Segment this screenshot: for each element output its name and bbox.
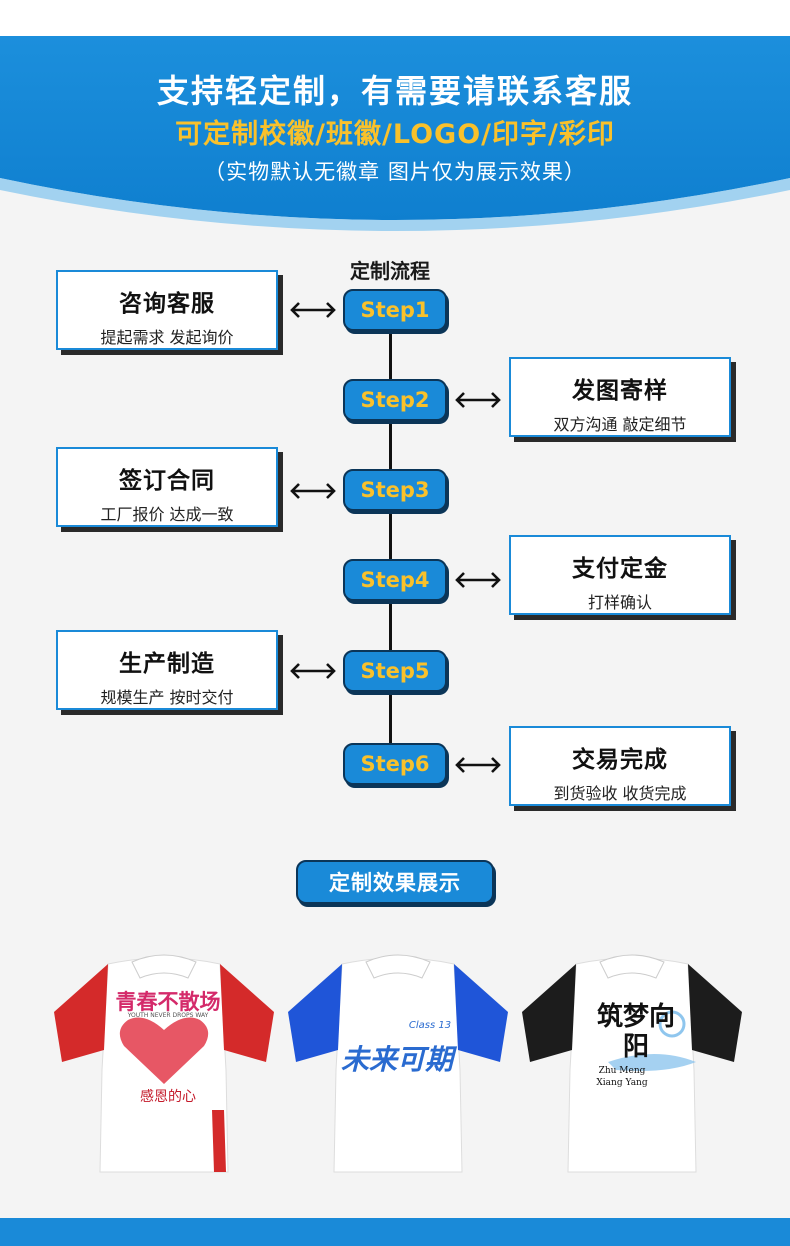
showcase-title-button: 定制效果展示 [296,860,494,904]
step5-title: 生产制造 [119,651,215,677]
double-arrow-icon [290,302,336,318]
step6-desc: 到货验收 收货完成 [553,784,687,803]
step4-desc: 打样确认 [587,593,652,612]
step2-desc: 双方沟通 敲定细节 [553,415,687,434]
step4-card: 支付定金 打样确认 [509,535,731,615]
shirt-black-main-text: 筑梦向阳 [596,1002,675,1062]
step4-badge: Step4 [343,559,447,601]
step2-title: 发图寄样 [572,378,668,404]
shirt-black-sample: 筑梦向阳 Zhu Meng Xiang Yang [516,950,748,1175]
header-banner: 支持轻定制，有需要请联系客服 可定制校徽/班徽/LOGO/印字/彩印 （实物默认… [0,0,790,240]
shirt-red-main-text: 青春不散场 [115,989,221,1014]
step5-card: 生产制造 规模生产 按时交付 [56,630,278,710]
step2-badge: Step2 [343,379,447,421]
double-arrow-icon [455,572,501,588]
shirt-black-image [522,954,742,1173]
shirt-blue-image [288,954,508,1173]
step3-title: 签订合同 [119,468,215,494]
step2-card: 发图寄样 双方沟通 敲定细节 [509,357,731,437]
step5-desc: 规模生产 按时交付 [100,688,234,707]
step1-title: 咨询客服 [119,291,215,317]
step6-badge: Step6 [343,743,447,785]
step3-desc: 工厂报价 达成一致 [100,505,234,524]
shirt-red-bottom-text: 感恩的心 [140,1089,196,1105]
shirt-red-sub-text: YOUTH NEVER DROPS WAY [127,1012,209,1019]
double-arrow-icon [455,757,501,773]
double-arrow-icon [290,663,336,679]
flow-title: 定制流程 [350,259,430,283]
step3-card: 签订合同 工厂报价 达成一致 [56,447,278,527]
step1-card: 咨询客服 提起需求 发起询价 [56,270,278,350]
shirt-black-sub-text-2: Xiang Yang [596,1078,648,1088]
banner-subtitle: 可定制校徽/班徽/LOGO/印字/彩印 [175,119,615,150]
shirt-red-sample: 青春不散场 YOUTH NEVER DROPS WAY 感恩的心 [48,950,280,1175]
footer-bar [0,1218,790,1246]
step4-title: 支付定金 [572,556,668,582]
shirt-black-sub-text: Zhu Meng [598,1066,646,1076]
shirt-red-image [54,954,274,1173]
double-arrow-icon [290,483,336,499]
banner-title: 支持轻定制，有需要请联系客服 [156,72,633,110]
step5-badge: Step5 [343,650,447,692]
shirt-blue-sample: 未来可期 Class 13 [282,950,514,1175]
step6-card: 交易完成 到货验收 收货完成 [509,726,731,806]
banner-background [0,0,790,231]
step1-badge: Step1 [343,289,447,331]
double-arrow-icon [455,392,501,408]
step6-title: 交易完成 [572,747,668,773]
shirt-blue-main-text: 未来可期 [340,1043,453,1076]
step1-desc: 提起需求 发起询价 [100,328,234,347]
banner-note: （实物默认无徽章 图片仅为展示效果） [204,160,586,184]
step3-badge: Step3 [343,469,447,511]
shirt-blue-sub-text: Class 13 [408,1020,452,1031]
flow-connector-line [389,330,392,760]
